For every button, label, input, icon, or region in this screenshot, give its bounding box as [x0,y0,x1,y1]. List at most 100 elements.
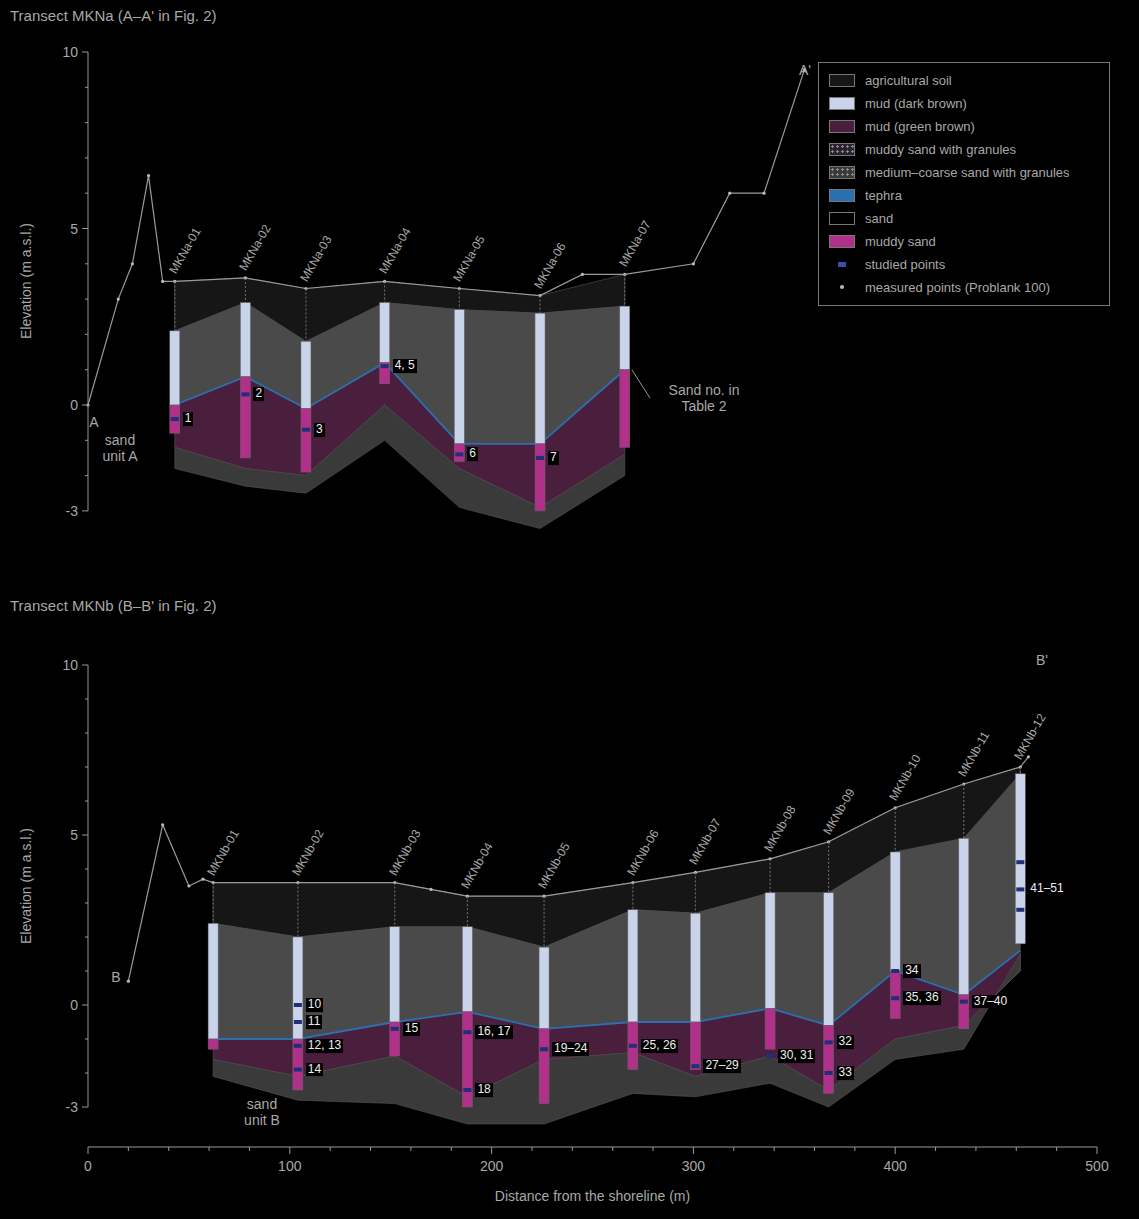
studied-point [381,364,389,368]
tick-label: 300 [682,1158,705,1174]
end-label: B' [1036,652,1048,668]
tick-label: 5 [70,827,78,843]
sample-number: 14 [306,1063,323,1077]
studied-point [540,1047,548,1051]
core-name: MKNb-10 [887,752,924,803]
x-tick [733,1147,734,1151]
legend-swatch [829,97,855,110]
y-tick [82,228,88,229]
legend-row: mud (green brown) [829,119,1099,134]
x-tick [531,1147,532,1151]
core-name: MKNa-03 [298,233,335,284]
end-label: B [111,969,120,985]
y-axis [88,665,89,1107]
legend-text: mud (dark brown) [865,96,967,111]
studied-point [691,1064,699,1068]
panel-title: Transect MKNa (A–A' in Fig. 2) [10,7,217,24]
y-tick [85,1039,88,1040]
core-column [454,310,464,444]
measured-point [161,823,164,826]
tick-label: 5 [70,220,78,236]
transect-a [82,52,806,529]
legend-symbol [829,281,855,294]
tick-label: 0 [70,397,78,413]
axis-title: Elevation (m a.s.l.) [18,828,34,944]
x-tick [491,1147,492,1154]
x-tick [1056,1147,1057,1151]
x-tick [895,1147,896,1154]
core-column [462,927,472,1012]
y-tick [85,263,88,264]
panel-title: Transect MKNb (B–B' in Fig. 2) [10,597,217,614]
y-tick [85,157,88,158]
tick-label: 400 [884,1158,907,1174]
sand-unit [213,954,1020,1124]
y-tick [82,1107,88,1108]
core-column [535,313,545,444]
core-column [240,303,250,377]
legend-symbol [829,258,855,271]
legend-text: muddy sand with granules [865,142,1016,157]
x-tick [410,1147,411,1151]
core-hole [895,808,896,852]
studied-point [1016,887,1024,891]
core-hole [467,896,468,927]
sample-number: 4, 5 [393,359,417,373]
x-tick [935,1147,936,1151]
core-hole [963,784,964,838]
measured-point [201,878,204,881]
core-name: MKNa-05 [451,233,488,284]
x-tick [612,1147,613,1151]
x-tick [693,1147,694,1154]
legend-swatch [829,235,855,248]
studied-point [391,1027,399,1031]
legend-row: medium–coarse sand with granules [829,165,1099,180]
sample-number: 11 [306,1015,322,1029]
legend-row: studied points [829,257,1099,272]
axis-title: Distance from the shoreline (m) [495,1188,690,1204]
leader-line [632,370,650,398]
legend-swatch [829,120,855,133]
core-name: MKNb-11 [956,729,993,779]
core-hole [544,896,545,947]
y-tick [85,869,88,870]
core-hole [770,859,771,893]
x-tick [289,1147,290,1154]
x-tick [814,1147,815,1151]
sample-number: 3 [314,423,325,437]
y-tick [85,334,88,335]
sample-number: 1 [183,412,194,426]
x-tick [168,1147,169,1151]
studied-point [294,1044,302,1048]
core-hole [828,842,829,893]
tick-label: -3 [66,1099,78,1115]
core-column [690,913,700,1022]
sample-number: 37–40 [972,995,1009,1009]
x-tick [854,1147,855,1151]
note-label: Sand no. in Table 2 [654,382,754,414]
core-name: MKNa-07 [617,219,654,270]
core-column [170,331,180,405]
sample-number: 30, 31 [778,1049,815,1063]
studied-point [241,392,249,396]
y-tick [85,699,88,700]
y-tick [85,937,88,938]
y-tick [85,767,88,768]
core-column-lower [620,370,630,448]
tick-label: -3 [66,503,78,519]
x-axis [88,1147,1097,1148]
studied-point [455,452,463,456]
tick-label: 10 [62,44,78,60]
core-name: MKNb-07 [687,817,724,868]
core-column [628,910,638,1022]
core-hole [384,281,385,302]
y-tick [85,299,88,300]
core-column [208,923,218,1039]
y-tick [82,665,88,666]
sample-number: 12, 13 [306,1039,343,1053]
tick-label: 0 [84,1158,92,1174]
studied-point [891,969,899,973]
y-tick [85,1073,88,1074]
measured-point [581,273,584,276]
core-name: MKNb-02 [290,827,327,878]
